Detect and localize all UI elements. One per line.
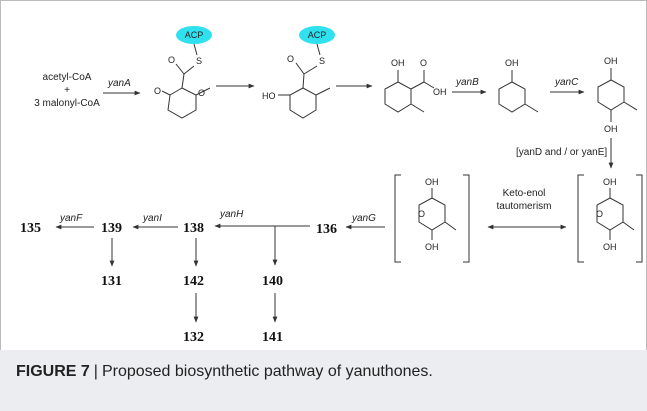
intermediate-6-msa: OH O OH: [384, 58, 447, 113]
compound-136: 136: [316, 222, 337, 237]
hydroxyl-2: HO: [262, 91, 276, 101]
oxygen-3a: O: [420, 58, 427, 68]
compound-132: 132: [183, 330, 204, 345]
compound-139: 139: [101, 221, 122, 236]
enzyme-yande: [yanD and / or yanE]: [516, 147, 607, 158]
compound-135: 135: [20, 221, 41, 236]
hydroxyl-3: OH: [391, 58, 405, 68]
hydroxyl-5a: OH: [604, 56, 618, 66]
oxygen-2: O: [287, 54, 294, 64]
sulfur-2: S: [319, 56, 325, 66]
figure-caption: FIGURE 7|Proposed biosynthetic pathway o…: [16, 363, 433, 381]
hydroxyl-6a: OH: [603, 177, 617, 187]
acp-label-1: ACP: [185, 30, 204, 40]
compound-140: 140: [262, 274, 283, 289]
compound-138: 138: [183, 221, 204, 236]
oxygen-1b: O: [154, 86, 161, 96]
enzyme-yanc: yanC: [554, 77, 579, 88]
hydroxyl-7b: OH: [425, 242, 439, 252]
pathway-diagram: acetyl-CoA + 3 malonyl-CoA yanA ACP S O …: [20, 26, 643, 345]
hydroxyl-6b: OH: [603, 242, 617, 252]
caption-text: Proposed biosynthetic pathway of yanutho…: [101, 363, 433, 380]
oxygen-ring-1: O: [198, 88, 205, 98]
intermediate-toluquinol: OH OH: [597, 56, 638, 134]
intermediate-epoxide-right: OH OH O: [577, 174, 643, 263]
oxygen-1a: O: [168, 55, 175, 65]
frame-border-left: [0, 0, 1, 350]
start-plus: +: [64, 85, 70, 96]
enzyme-yang: yanG: [351, 213, 376, 224]
oxygen-epoxide-right: O: [596, 209, 603, 219]
enzyme-yana: yanA: [107, 78, 131, 89]
compound-141: 141: [262, 330, 283, 345]
intermediate-m-cresol: OH: [498, 58, 539, 113]
hydroxyl-3b: OH: [433, 87, 447, 97]
intermediate-acp-pyranone: ACP S O O O: [154, 26, 212, 119]
enzyme-yanb: yanB: [455, 77, 479, 88]
acp-label-2: ACP: [308, 30, 327, 40]
compound-142: 142: [183, 274, 204, 289]
hydroxyl-4: OH: [505, 58, 519, 68]
start-acetyl-coa: acetyl-CoA: [43, 72, 92, 83]
figure-label: FIGURE 7: [16, 363, 90, 380]
enzyme-yanf: yanF: [59, 213, 83, 224]
hydroxyl-5b: OH: [604, 124, 618, 134]
compound-131: 131: [101, 274, 122, 289]
intermediate-epoxide-left: OH OH O: [394, 174, 470, 263]
frame-border-top: [0, 0, 647, 1]
intermediate-acp-aryl: ACP S O HO: [262, 26, 335, 119]
hydroxyl-7a: OH: [425, 177, 439, 187]
caption-bar: [0, 350, 647, 411]
acp-ellipse-1: [176, 26, 212, 44]
sulfur-1: S: [196, 56, 202, 66]
oxygen-epoxide-left: O: [418, 209, 425, 219]
tautomerism-line1: Keto-enol: [503, 188, 546, 199]
tautomerism-line2: tautomerism: [496, 201, 551, 212]
enzyme-yani: yanI: [142, 213, 162, 224]
acp-ellipse-2: [299, 26, 335, 44]
start-malonyl-coa: 3 malonyl-CoA: [34, 98, 100, 109]
caption-separator: |: [93, 363, 98, 380]
enzyme-yanh: yanH: [219, 209, 244, 220]
